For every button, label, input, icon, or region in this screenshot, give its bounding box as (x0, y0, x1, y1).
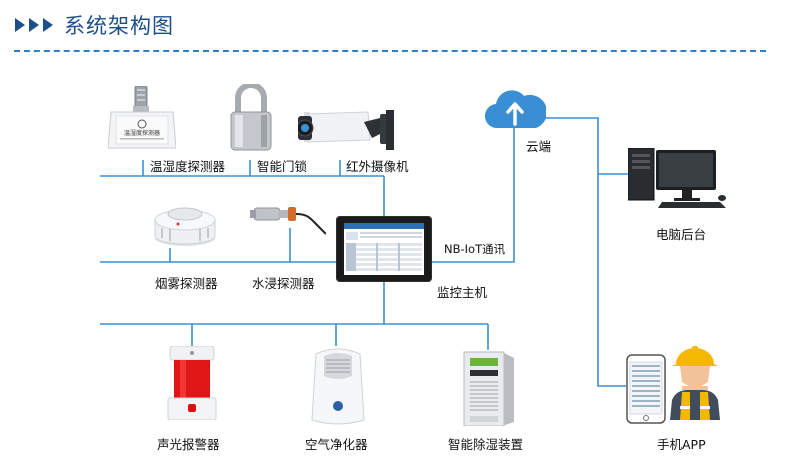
sensor-plate-text: 温湿度探测器 (124, 129, 160, 137)
cloud-to-app-line (597, 174, 626, 387)
worker-avatar-icon (668, 346, 722, 425)
nb-iot-line (430, 118, 515, 263)
smoke-detector-icon (152, 198, 218, 253)
page-title: 系统架构图 (64, 14, 174, 38)
water-sensor-icon (250, 204, 327, 241)
padlock-icon (225, 82, 277, 157)
header: 系统架构图 (14, 8, 174, 42)
smoke-detector-label: 烟雾探测器 (155, 276, 218, 291)
dehumidifier-label: 智能除湿装置 (448, 437, 524, 452)
triple-chevron-icon (14, 17, 54, 33)
smart-lock-label: 智能门锁 (257, 159, 308, 174)
cloud-to-pc-line (540, 117, 630, 175)
ir-camera-label: 红外摄像机 (346, 159, 409, 174)
air-purifier-icon (310, 346, 366, 431)
ir-camera-icon (296, 108, 398, 159)
temp-humidity-label: 温湿度探测器 (150, 159, 226, 174)
desktop-computer-icon (627, 147, 728, 215)
monitor-host-label: 监控主机 (437, 285, 488, 300)
air-purifier-label: 空气净化器 (305, 437, 368, 452)
water-detector-label: 水浸探测器 (252, 276, 315, 291)
cloud-icon (484, 84, 548, 135)
temperature-humidity-sensor-icon: 温湿度探测器 (107, 85, 177, 155)
sound-light-alarm-icon (166, 345, 218, 425)
dehumidifier-icon (462, 350, 516, 431)
cloud-label: 云端 (526, 139, 552, 154)
nb-iot-link-label: NB-IoT通讯 (444, 242, 506, 256)
smartphone-icon (626, 354, 666, 429)
monitor-host-icon (335, 215, 433, 287)
mobile-app-label: 手机APP (657, 437, 706, 452)
header-divider (14, 50, 766, 52)
sound-light-alarm-label: 声光报警器 (157, 437, 220, 452)
pc-backend-label: 电脑后台 (656, 227, 707, 242)
